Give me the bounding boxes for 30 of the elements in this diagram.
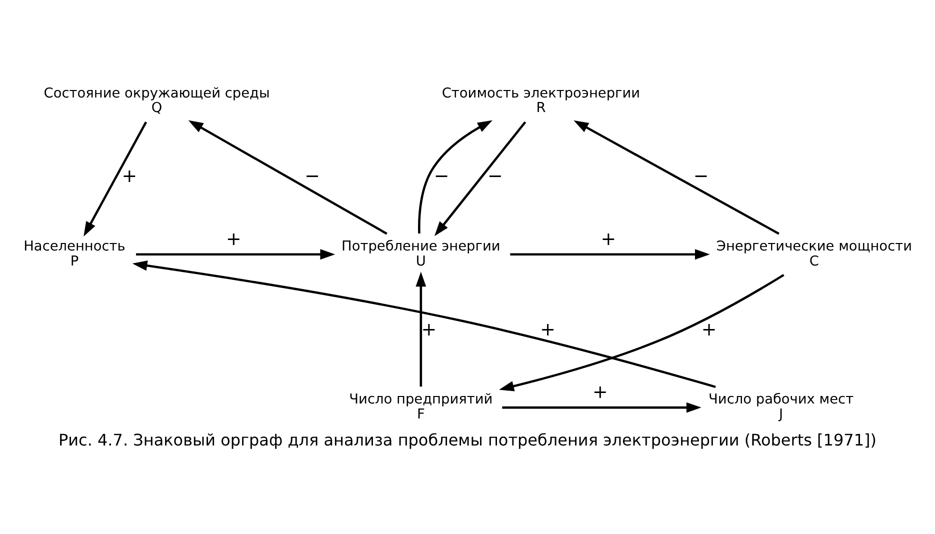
arrow bbox=[136, 248, 336, 260]
edge-label: + bbox=[540, 318, 556, 340]
edge-label: + bbox=[122, 166, 138, 187]
arrow bbox=[188, 120, 388, 234]
arrow bbox=[502, 402, 702, 412]
edge-label: − bbox=[304, 166, 320, 187]
arrow bbox=[434, 120, 526, 236]
edge-label: + bbox=[600, 228, 616, 250]
arrow bbox=[132, 260, 716, 388]
node-text: Потребление энергии U bbox=[342, 238, 500, 269]
node-text: Число предприятий F bbox=[349, 391, 493, 422]
arrow bbox=[418, 120, 492, 233]
arrow bbox=[499, 273, 784, 391]
edge-label: + bbox=[701, 318, 717, 340]
node-text: Стоимость электроэнергии R bbox=[442, 84, 640, 116]
edge-label: − bbox=[488, 166, 503, 187]
edge-label: + bbox=[592, 382, 608, 403]
node-text: Энергетические мощности C bbox=[716, 238, 912, 269]
arrow bbox=[510, 248, 710, 260]
arrow bbox=[84, 120, 148, 236]
arrow bbox=[574, 120, 780, 234]
node-text: Число рабочих мест J bbox=[708, 391, 854, 422]
edge-label: + bbox=[226, 228, 242, 250]
edge-label: − bbox=[434, 166, 450, 187]
edge-label: − bbox=[693, 166, 709, 187]
node-text: Состояние окружающей среды Q bbox=[44, 84, 270, 116]
caption: Рис. 4.7. Знаковый орграф для анализа проблемы потребления электроэнергии (Roberts [1971]) bbox=[58, 430, 876, 450]
node-text: Населенность P bbox=[24, 238, 126, 269]
edge-label: + bbox=[421, 318, 437, 340]
arrow bbox=[416, 271, 426, 386]
